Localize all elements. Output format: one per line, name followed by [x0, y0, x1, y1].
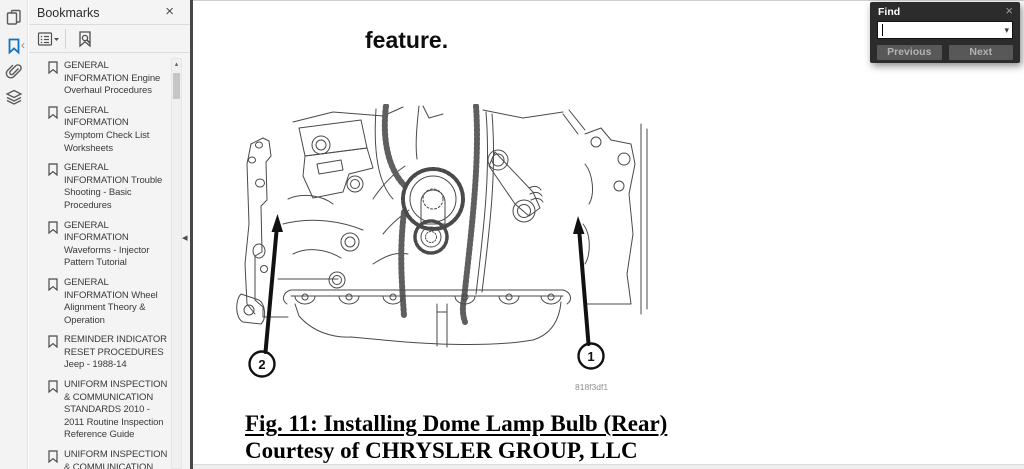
page-thumbnails-icon[interactable] — [5, 8, 23, 26]
chevron-down-icon[interactable]: ▾ — [1004, 25, 1009, 35]
bookmark-item-label: GENERAL INFORMATION Wheel Alignment Theo… — [64, 276, 158, 326]
find-search-input[interactable] — [882, 23, 994, 37]
toolbar-separator — [65, 29, 66, 49]
callout-2-label: 2 — [258, 357, 265, 372]
bookmarks-panel-icon[interactable] — [5, 37, 23, 55]
close-icon[interactable]: × — [1005, 3, 1013, 18]
bookmark-list: GENERAL INFORMATION Engine Overhaul Proc… — [29, 60, 177, 469]
bookmark-item-label: GENERAL INFORMATION Symptom Check List W… — [64, 104, 150, 154]
bookmark-item[interactable]: GENERAL INFORMATION Wheel Alignment Theo… — [29, 277, 177, 334]
previous-button[interactable]: Previous — [877, 45, 942, 60]
bookmark-item-label: GENERAL INFORMATION Engine Overhaul Proc… — [64, 60, 161, 97]
figure-caption-courtesy: Courtesy of CHRYSLER GROUP, LLC — [245, 438, 638, 463]
find-current-bookmark-button[interactable] — [73, 29, 97, 49]
bookmark-item[interactable]: REMINDER INDICATOR RESET PROCEDURES Jeep… — [29, 334, 177, 379]
bookmarks-panel: Bookmarks × — [29, 0, 190, 469]
bookmarks-toolbar — [29, 25, 190, 53]
engine-figure: 2 1 818f3df1 — [233, 103, 655, 399]
figure-caption: Fig. 11: Installing Dome Lamp Bulb (Rear… — [245, 411, 667, 464]
text-caret — [882, 24, 883, 36]
bookmark-item-label: UNIFORM INSPECTION & COMMUNICATION — [64, 449, 168, 469]
bookmark-item[interactable]: GENERAL INFORMATION Waveforms - Injector… — [29, 220, 177, 277]
bookmarks-panel-header: Bookmarks × — [29, 0, 190, 25]
layers-icon[interactable] — [5, 89, 23, 107]
bookmarks-scrollbar[interactable]: ▴ — [171, 58, 182, 469]
attachments-icon[interactable] — [5, 63, 23, 81]
bookmark-item[interactable]: UNIFORM INSPECTION & COMMUNICATION STAND… — [29, 379, 177, 449]
collapse-pane-icon[interactable]: ◂ — [182, 232, 188, 244]
bookmark-item-label: REMINDER INDICATOR RESET PROCEDURES Jeep… — [64, 334, 167, 371]
scrollbar-thumb[interactable] — [173, 73, 180, 99]
body-text: feature. — [365, 27, 449, 53]
document-page: feature. — [193, 0, 1024, 469]
bookmark-item[interactable]: UNIFORM INSPECTION & COMMUNICATION — [29, 449, 177, 469]
bookmark-item[interactable]: GENERAL INFORMATION Engine Overhaul Proc… — [29, 60, 177, 105]
bookmark-item[interactable]: GENERAL INFORMATION Symptom Check List W… — [29, 105, 177, 162]
scroll-up-icon[interactable]: ▴ — [174, 61, 179, 68]
bookmark-item-label: UNIFORM INSPECTION & COMMUNICATION STAND… — [64, 379, 168, 441]
figure-code: 818f3df1 — [575, 382, 608, 392]
find-field: ▾ — [877, 21, 1013, 39]
bookmark-options-button[interactable] — [37, 29, 61, 49]
next-button[interactable]: Next — [948, 45, 1013, 60]
bookmark-item-label: GENERAL INFORMATION Trouble Shooting - B… — [64, 162, 163, 211]
callout-1-label: 1 — [587, 349, 594, 364]
close-icon[interactable]: × — [165, 3, 174, 20]
find-dialog-title: Find — [878, 6, 901, 18]
figure-caption-title: Fig. 11: Installing Dome Lamp Bulb (Rear… — [245, 411, 668, 436]
page-bottom-edge — [193, 464, 1024, 469]
bookmarks-panel-title: Bookmarks — [37, 6, 100, 20]
bookmark-item-label: GENERAL INFORMATION Waveforms - Injector… — [64, 219, 150, 269]
active-panel-notch-icon: ‹ — [21, 38, 25, 52]
engine-line-art: 2 1 818f3df1 — [236, 103, 648, 392]
nav-pane-strip: ‹ — [0, 0, 28, 469]
find-dialog: Find × ▾ Previous Next — [870, 2, 1020, 63]
pane-divider[interactable] — [190, 0, 193, 469]
bookmark-item[interactable]: GENERAL INFORMATION Trouble Shooting - B… — [29, 162, 177, 219]
